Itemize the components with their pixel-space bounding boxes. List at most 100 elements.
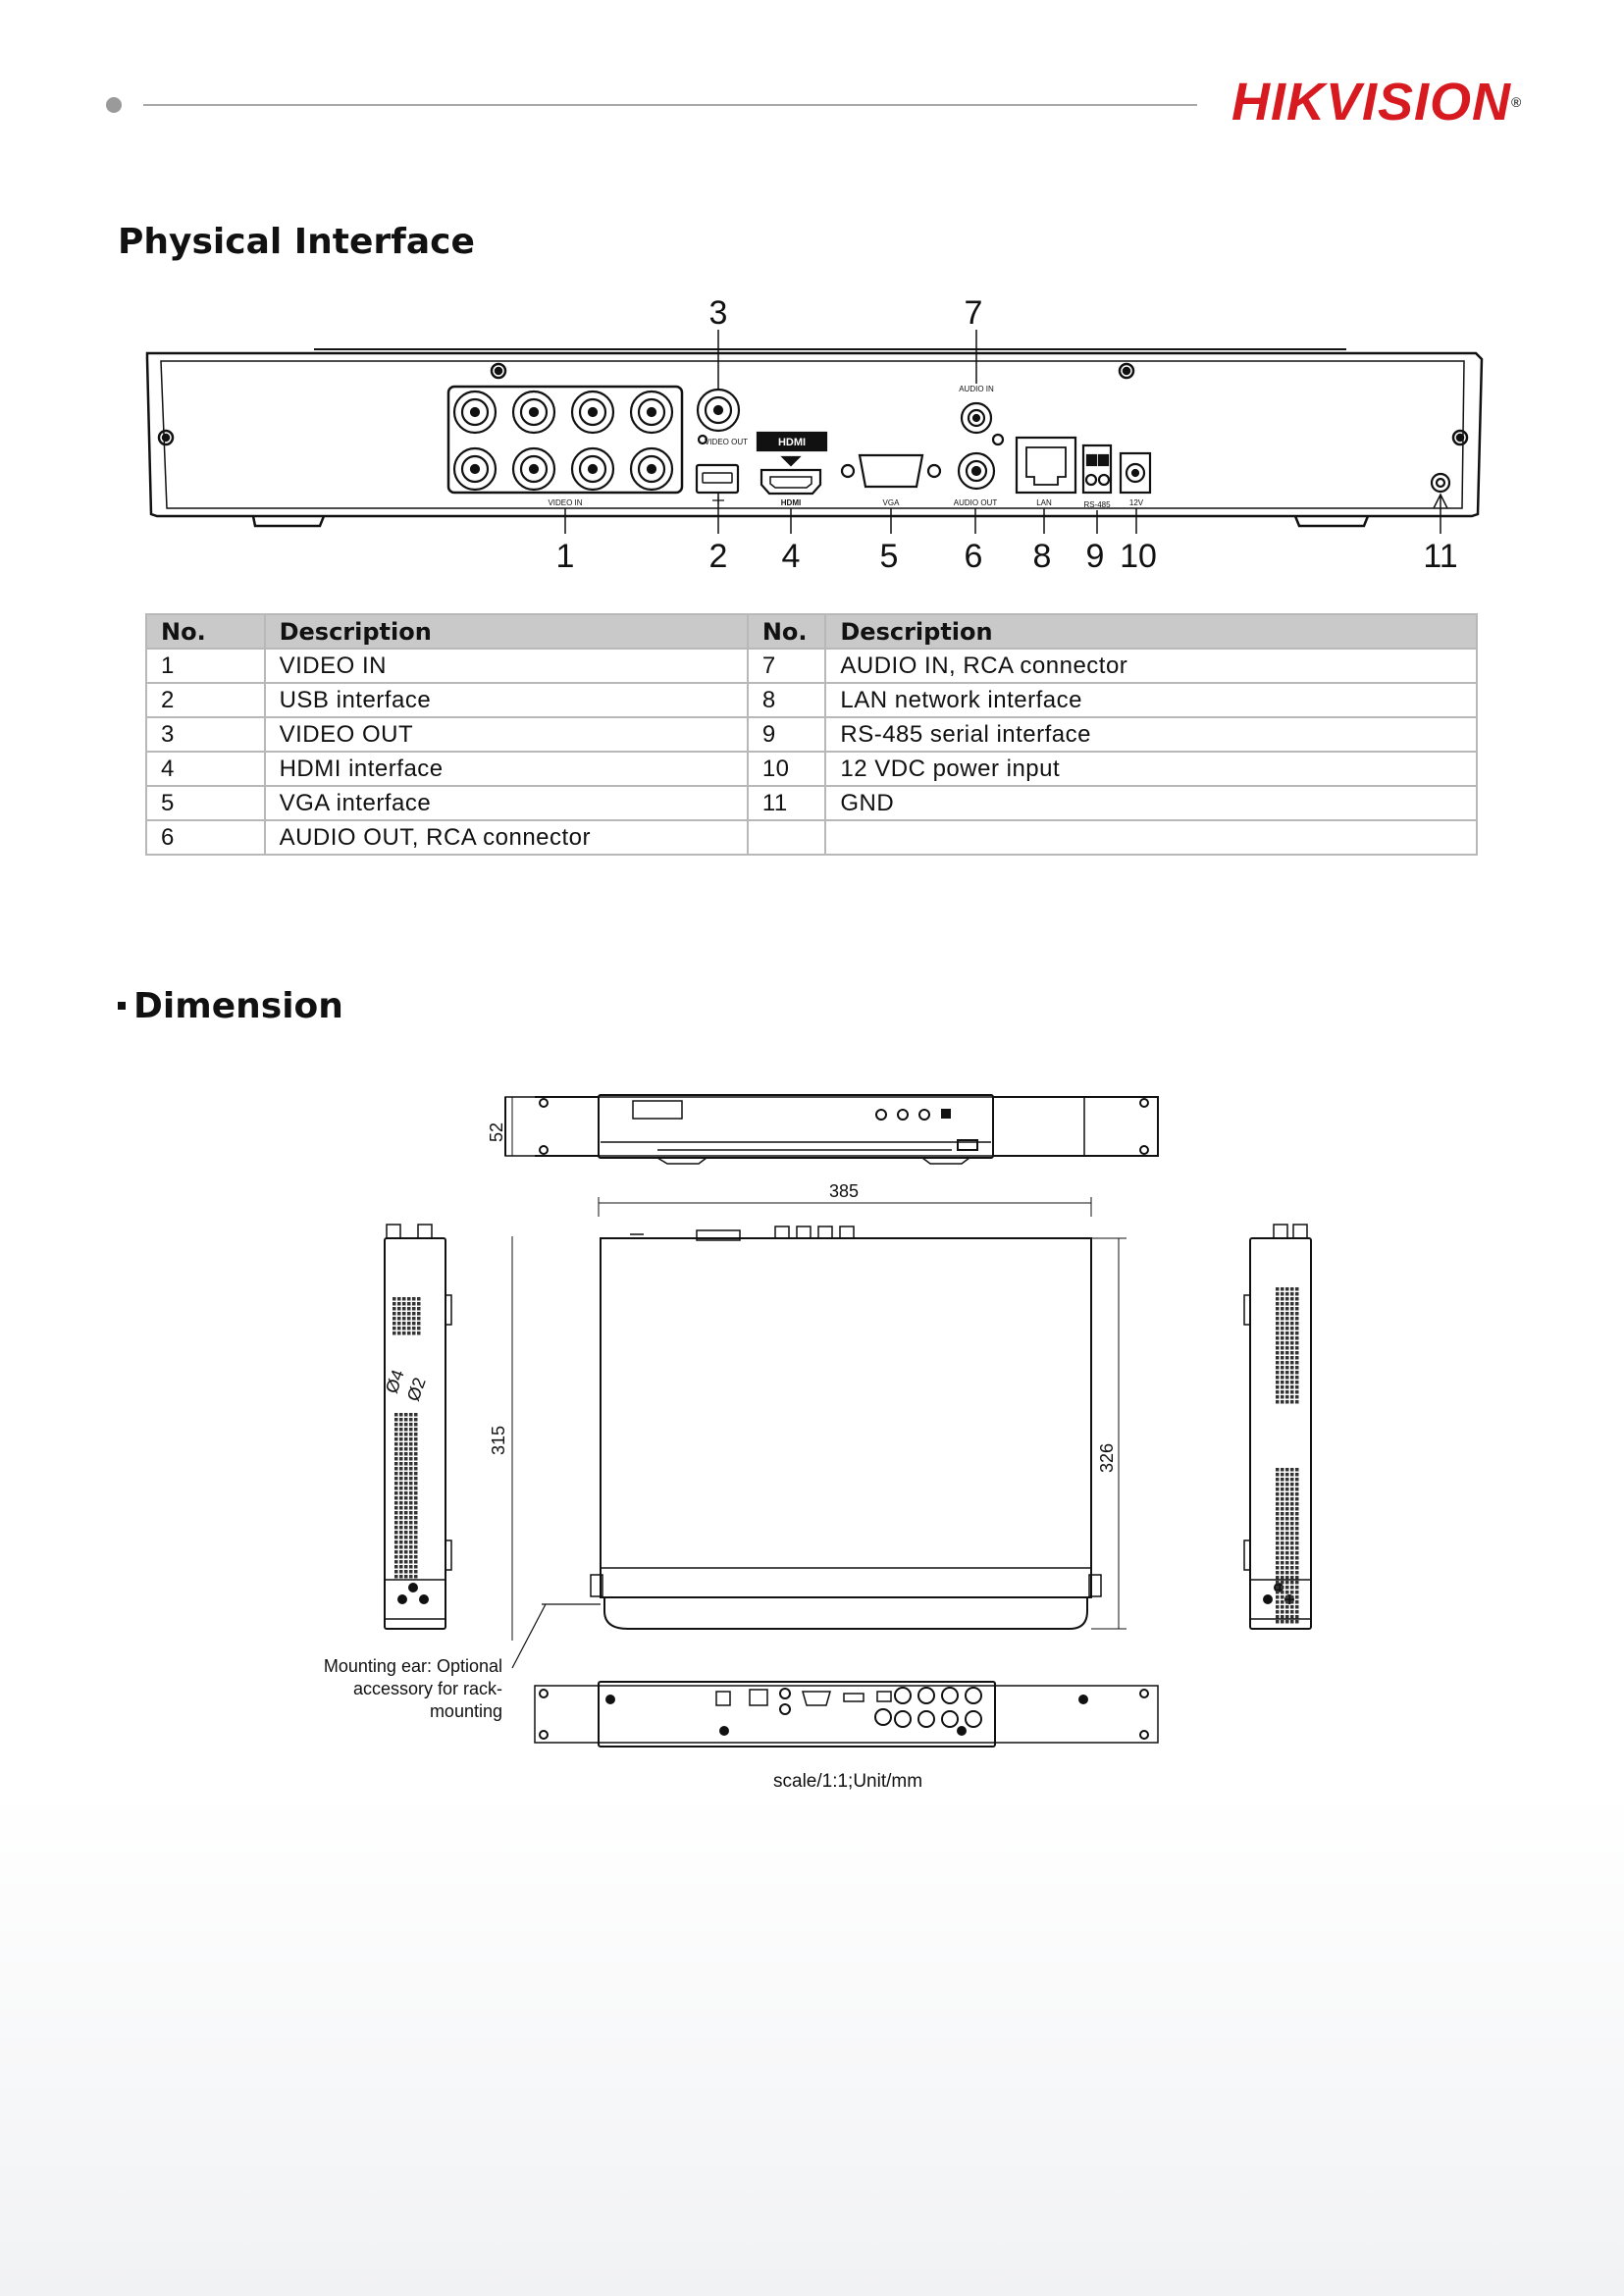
vent-hole: [404, 1506, 408, 1510]
label-video-out: VIDEO OUT: [705, 438, 748, 446]
mounting-ear-note: Mounting ear: Optional accessory for rac…: [323, 1656, 502, 1721]
vent-hole: [394, 1511, 398, 1515]
vent-hole: [1290, 1331, 1294, 1335]
vent-hole: [397, 1312, 401, 1316]
vent-hole: [1276, 1561, 1280, 1565]
vent-hole: [1290, 1586, 1294, 1590]
vent-hole: [1295, 1492, 1299, 1496]
vent-hole: [409, 1433, 413, 1436]
cell-no: 5: [145, 785, 266, 821]
vent-hole: [1295, 1478, 1299, 1482]
vent-hole: [414, 1491, 418, 1495]
vent-hole: [417, 1302, 421, 1306]
vent-hole: [407, 1307, 411, 1311]
vent-hole: [409, 1447, 413, 1451]
vent-hole: [397, 1322, 401, 1326]
vent-hole: [1281, 1487, 1284, 1491]
vent-hole: [397, 1302, 401, 1306]
vent-hole: [1295, 1327, 1299, 1331]
vent-hole: [1281, 1381, 1284, 1384]
vent-hole: [1295, 1307, 1299, 1311]
vent-hole: [1276, 1571, 1280, 1575]
vent-hole: [409, 1516, 413, 1520]
vent-hole: [1285, 1571, 1289, 1575]
dim-width: 385: [829, 1181, 859, 1201]
section-bullet: [118, 1002, 126, 1010]
vent-hole: [1290, 1307, 1294, 1311]
vent-hole: [409, 1477, 413, 1481]
vent-hole: [414, 1545, 418, 1549]
vent-hole: [404, 1501, 408, 1505]
callout-4: 4: [782, 538, 801, 575]
vent-hole: [1276, 1297, 1280, 1301]
dim-height: 52: [487, 1122, 506, 1142]
cell-description: GND: [824, 785, 1478, 821]
vent-hole: [1276, 1395, 1280, 1399]
vent-hole: [1285, 1346, 1289, 1350]
vent-hole: [404, 1423, 408, 1427]
vent-hole: [1285, 1341, 1289, 1345]
vent-hole: [1290, 1615, 1294, 1619]
vent-hole: [399, 1555, 403, 1559]
vent-hole: [1285, 1483, 1289, 1487]
vent-hole: [1281, 1331, 1284, 1335]
vent-hole: [1276, 1591, 1280, 1594]
vent-hole: [1276, 1541, 1280, 1545]
vent-hole: [1295, 1336, 1299, 1340]
vent-hole: [1295, 1376, 1299, 1380]
vent-hole: [1285, 1556, 1289, 1560]
vent-hole: [409, 1545, 413, 1549]
vent-hole: [404, 1442, 408, 1446]
vent-hole: [407, 1297, 411, 1301]
vent-hole: [394, 1521, 398, 1525]
label-audio-out: AUDIO OUT: [954, 498, 998, 507]
vent-hole: [409, 1501, 413, 1505]
vent-hole: [394, 1418, 398, 1422]
vent-hole: [1290, 1522, 1294, 1526]
callout-5: 5: [880, 538, 899, 575]
vent-hole: [394, 1462, 398, 1466]
vent-hole: [399, 1413, 403, 1417]
vent-hole: [404, 1526, 408, 1530]
vent-hole: [399, 1447, 403, 1451]
vent-hole: [1285, 1615, 1289, 1619]
vent-hole: [399, 1482, 403, 1486]
vent-hole: [1290, 1591, 1294, 1594]
vent-hole: [1276, 1322, 1280, 1326]
vent-hole: [412, 1322, 416, 1326]
vent-hole: [409, 1487, 413, 1490]
bnc-connector-icon: [452, 390, 498, 435]
cell-no: 3: [145, 716, 266, 753]
vent-hole: [1290, 1551, 1294, 1555]
vent-hole: [409, 1560, 413, 1564]
vent-hole: [397, 1331, 401, 1335]
vent-hole: [402, 1317, 406, 1321]
label-vga: VGA: [883, 498, 901, 507]
vent-hole: [1281, 1561, 1284, 1565]
vent-hole: [399, 1511, 403, 1515]
vent-hole: [409, 1418, 413, 1422]
table-row: 2 USB interface 8 LAN network interface: [145, 682, 1478, 718]
vent-hole: [393, 1322, 396, 1326]
vent-hole: [414, 1428, 418, 1432]
cell-description: HDMI interface: [263, 751, 749, 787]
vent-hole: [1276, 1512, 1280, 1516]
vent-hole: [404, 1565, 408, 1569]
vent-hole: [414, 1462, 418, 1466]
vent-hole: [394, 1477, 398, 1481]
vent-hole: [1276, 1615, 1280, 1619]
vent-hole: [404, 1462, 408, 1466]
vent-hole: [1276, 1341, 1280, 1345]
vent-hole: [1290, 1527, 1294, 1531]
vent-hole: [1290, 1581, 1294, 1585]
vent-hole: [394, 1442, 398, 1446]
vent-hole: [1285, 1361, 1289, 1365]
vent-hole: [409, 1457, 413, 1461]
vent-hole: [1285, 1473, 1289, 1477]
vent-hole: [1285, 1336, 1289, 1340]
vent-hole: [414, 1526, 418, 1530]
cell-no: 6: [145, 819, 266, 856]
vent-hole: [399, 1418, 403, 1422]
vent-hole: [414, 1536, 418, 1539]
vent-hole: [1285, 1551, 1289, 1555]
